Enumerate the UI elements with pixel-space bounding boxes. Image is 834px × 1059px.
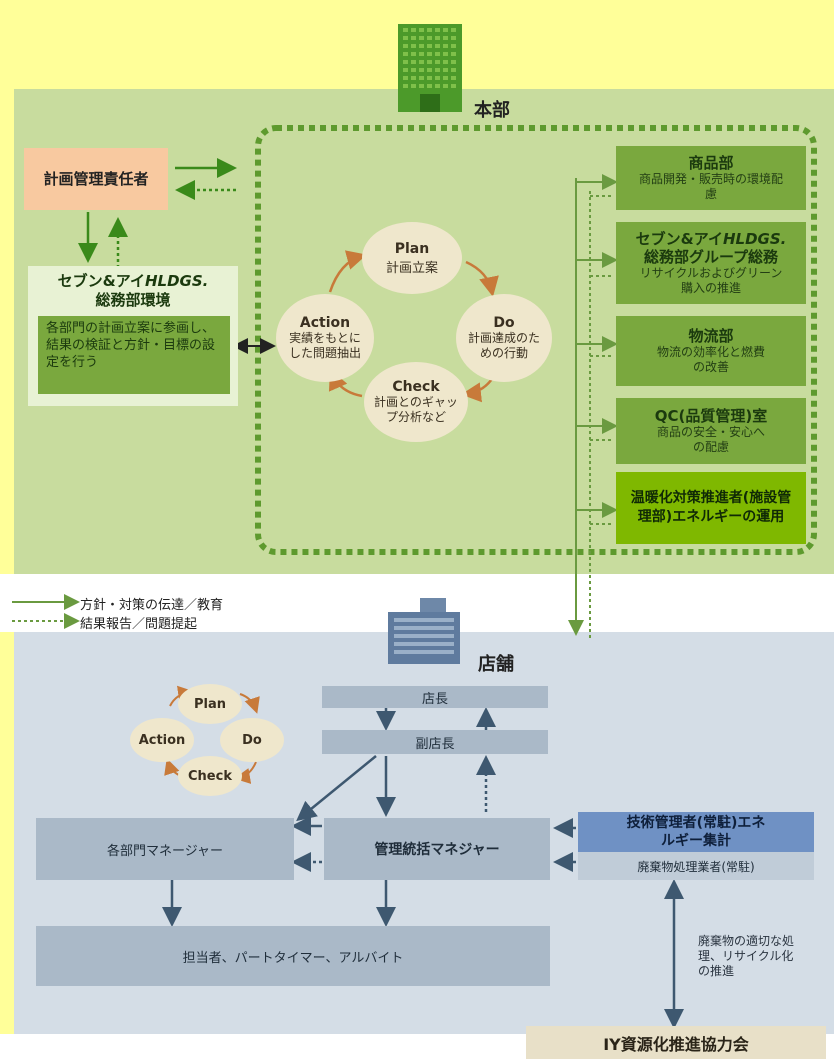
pdca-check: Check 計画とのギャップ分析など (364, 362, 468, 442)
dept-qc: QC(品質管理)室 商品の安全・安心への配慮 (616, 398, 806, 464)
env-body: 各部門の計画立案に参画し、結果の検証と方針・目標の設定を行う (38, 316, 230, 394)
legend-solid-label: 方針・対策の伝達／教育 (80, 598, 224, 613)
pdca-do: Do 計画達成のための行動 (456, 294, 552, 382)
planner-label: 計画管理責任者 (43, 170, 149, 188)
hq-building-icon (396, 22, 464, 114)
deputy-manager-box: 副店長 (322, 730, 548, 754)
pdca-action: Action 実績をもとにした問題抽出 (276, 294, 374, 382)
dept-merchandise: 商品部 商品開発・販売時の環境配慮 (616, 146, 806, 210)
small-pdca-plan: Plan (178, 684, 242, 724)
general-manager-box: 管理統括マネジャー (324, 818, 550, 880)
tech-manager-box: 技術管理者(常駐)エネルギー集計 (578, 812, 814, 852)
small-pdca-do: Do (220, 718, 284, 762)
planner-box: 計画管理責任者 (24, 148, 168, 210)
pdca-plan: Plan 計画立案 (362, 222, 462, 294)
dept-logistics: 物流部 物流の効率化と燃費の改善 (616, 316, 806, 386)
small-pdca-action: Action (130, 718, 194, 762)
waste-contractor-box: 廃棄物処理業者(常駐) (578, 852, 814, 880)
dept-managers-box: 各部門マネージャー (36, 818, 294, 880)
dept-group-general-affairs: セブン&アイHLDGS. 総務部グループ総務 リサイクルおよびグリーン購入の推進 (616, 222, 806, 304)
dept-warming-promoter: 温暖化対策推進者(施設管理部)エネルギーの運用 (616, 472, 806, 544)
council-box: IY資源化推進協力会 (526, 1026, 826, 1059)
staff-box: 担当者、パートタイマー、アルバイト (36, 926, 550, 986)
store-manager-box: 店長 (322, 686, 548, 708)
small-pdca-check: Check (178, 756, 242, 796)
waste-note: 廃棄物の適切な処理、リサイクル化の推進 (698, 934, 795, 978)
store-building-icon (384, 596, 464, 666)
store-label: 店舗 (478, 654, 514, 675)
env-box: セブン&アイHLDGS. 総務部環境 各部門の計画立案に参画し、結果の検証と方針… (28, 266, 238, 406)
env-title: セブン&アイHLDGS. 総務部環境 (57, 272, 209, 309)
hq-label: 本部 (474, 100, 510, 121)
legend-dotted-label: 結果報告／問題提起 (80, 617, 198, 632)
